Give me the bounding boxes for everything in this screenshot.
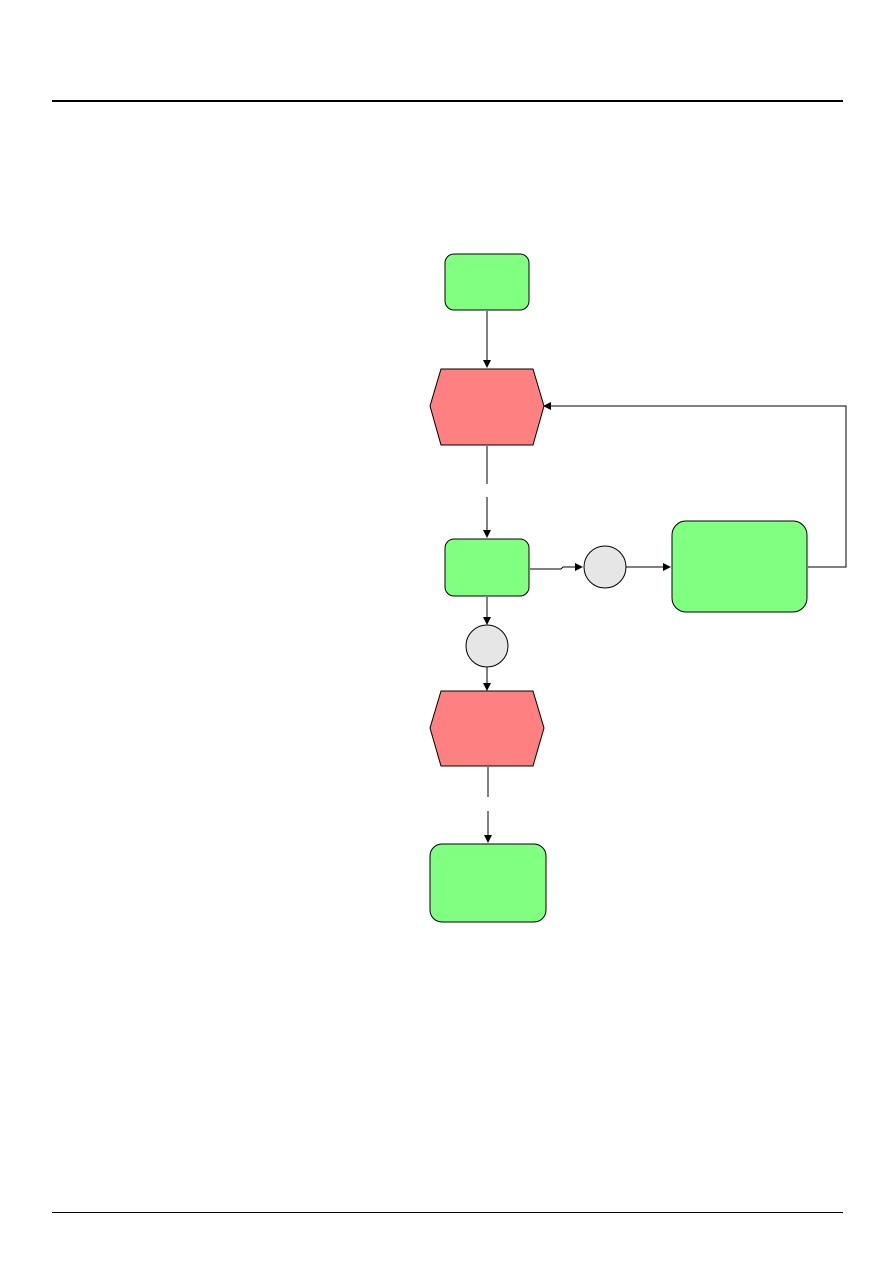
- function-loop-box[interactable]: [671, 520, 808, 613]
- footer-rule: [52, 1212, 843, 1213]
- function-2-box[interactable]: [444, 538, 530, 597]
- header-rule: [52, 100, 843, 102]
- event-1-hexagon[interactable]: [429, 368, 545, 446]
- edge-function-2-to-connector-right: [530, 563, 583, 571]
- connector-down-circle[interactable]: [465, 624, 509, 668]
- diagram-shapes: [429, 253, 808, 923]
- event-2-hexagon[interactable]: [429, 690, 545, 767]
- connector-right-circle[interactable]: [583, 545, 627, 589]
- edge-function-loop-to-event-1: [543, 402, 847, 568]
- diagram-edges: [483, 311, 847, 843]
- end-function-box[interactable]: [429, 843, 547, 923]
- start-function-box[interactable]: [444, 253, 530, 311]
